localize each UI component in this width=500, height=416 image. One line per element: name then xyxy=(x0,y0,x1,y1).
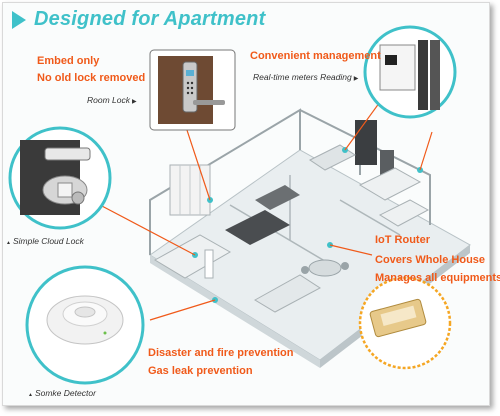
leader-smoke xyxy=(149,299,216,321)
label-room-lock: Room Lock xyxy=(87,95,137,105)
label-no-old-lock: No old lock removed xyxy=(37,72,146,84)
label-realtime-meters: Real-time meters Reading xyxy=(253,72,358,82)
bed-block xyxy=(358,167,422,201)
table-dark xyxy=(255,185,300,210)
label-gas-leak: Gas leak prevention xyxy=(148,365,253,377)
wall-interior-1 xyxy=(229,204,341,271)
label-embed-only: Embed only xyxy=(37,55,100,67)
label-iot-router: IoT Router xyxy=(375,234,430,246)
floor-edge-left xyxy=(150,255,320,368)
page-title: Designed for Apartment xyxy=(34,8,266,30)
label-covers-whole-house: Covers Whole House xyxy=(375,254,486,266)
leader-router xyxy=(329,244,373,256)
leader-cloud-lock xyxy=(99,204,196,256)
label-simple-cloud-lock: Simple Cloud Lock xyxy=(6,236,84,246)
wall-back-left xyxy=(149,108,301,255)
cabinet-dark xyxy=(355,120,377,165)
label-convenient-management: Convenient management xyxy=(250,50,381,62)
title-arrow-icon xyxy=(12,10,26,29)
pipe-1 xyxy=(418,40,428,110)
wall-interior-3 xyxy=(339,199,401,236)
label-disaster-fire: Disaster and fire prevention xyxy=(148,347,294,359)
meter-device xyxy=(379,44,416,91)
sofa-dark xyxy=(225,210,290,245)
dining-table xyxy=(308,259,342,277)
page-header: Designed for Apartment xyxy=(12,8,265,31)
cloud-lock-handle xyxy=(44,147,91,161)
leader-room-lock xyxy=(182,117,211,201)
leader-meter-2 xyxy=(419,131,433,171)
label-manages-equipments: Manages all equipments xyxy=(375,272,500,284)
door-frame xyxy=(204,249,214,279)
label-smoke-detector: Somke Detector xyxy=(28,388,96,398)
bathroom-block xyxy=(378,199,430,227)
bedroom-2-block xyxy=(254,274,321,313)
lock-handle xyxy=(193,100,225,105)
